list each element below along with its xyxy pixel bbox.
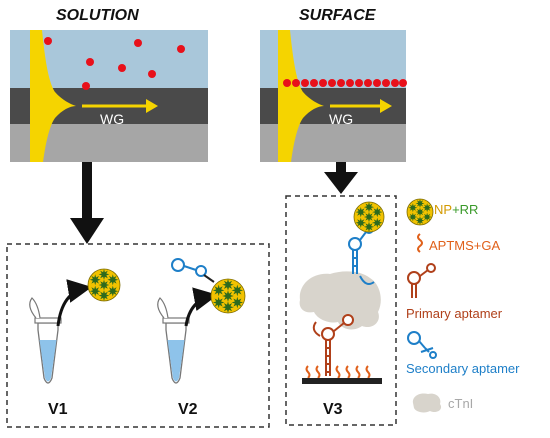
legend-np-label: NP <box>434 202 452 217</box>
legend-ctni-icon <box>412 393 442 413</box>
linker-icon <box>305 365 371 379</box>
nanoparticle-icon <box>353 201 385 233</box>
tube-icon <box>29 297 62 384</box>
surface-assembly <box>299 224 382 384</box>
legend-primary-aptamer-icon <box>407 263 436 298</box>
curved-arrow-icon <box>184 287 218 327</box>
tube-icon <box>157 297 190 384</box>
legend-ctni-label: cTnI <box>448 396 473 411</box>
evanescent-field-icon <box>30 30 76 162</box>
ctni-protein-icon <box>299 271 381 330</box>
legend-plus: + <box>452 202 460 217</box>
nanoparticle-icon <box>210 278 246 314</box>
down-arrow-icon <box>70 162 104 244</box>
solution-particles <box>44 37 185 90</box>
legend-primary-aptamer-label: Primary aptamer <box>406 306 503 321</box>
legend-secondary-aptamer-label: Secondary aptamer <box>406 361 520 376</box>
surface-title: SURFACE <box>299 7 377 24</box>
solution-variants-box <box>6 243 270 428</box>
nanoparticle-icon <box>87 268 121 302</box>
solution-wg-label: WG <box>100 111 124 127</box>
variant-label-v3: V3 <box>323 401 343 418</box>
legend-aptms-ga-label: APTMS+GA <box>429 238 500 253</box>
surface-wg-label: WG <box>329 111 353 127</box>
curved-arrow-icon <box>56 279 92 327</box>
variant-label-v2: V2 <box>178 401 198 418</box>
solution-title: SOLUTION <box>56 7 139 24</box>
solution-waveguide-block <box>10 30 208 162</box>
legend-np-rr-label: NP+RR <box>434 202 478 217</box>
variant-label-v1: V1 <box>48 401 68 418</box>
surface-particle-row <box>283 79 407 87</box>
nanoparticle-layer <box>87 198 434 314</box>
secondary-aptamer-icon <box>171 258 215 283</box>
legend-nanoparticle-icon <box>406 198 434 226</box>
legend-linker-icon <box>417 233 423 253</box>
legend-secondary-aptamer-icon <box>407 331 437 359</box>
substrate-bar <box>302 378 382 384</box>
legend-rr-label: RR <box>460 202 479 217</box>
surface-variant-box <box>285 195 397 426</box>
surface-waveguide-block <box>260 30 407 162</box>
down-arrow-icon <box>324 162 358 194</box>
